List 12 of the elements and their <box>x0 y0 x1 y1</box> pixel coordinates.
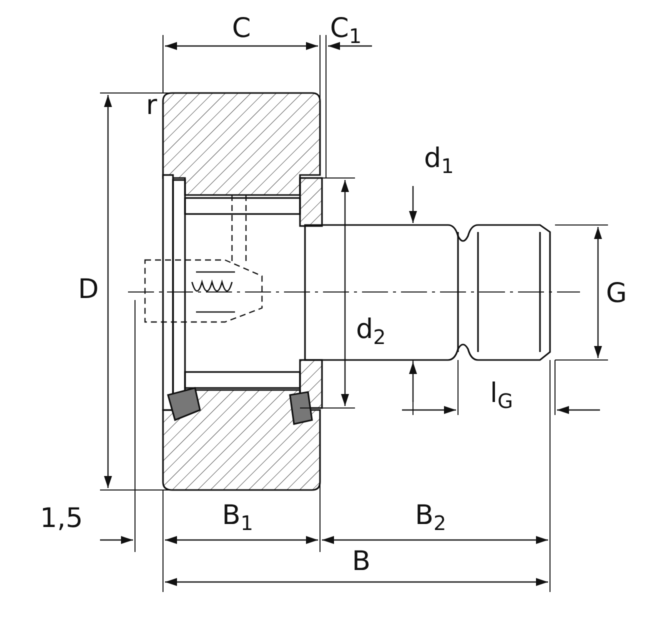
dimension-label: B <box>352 548 371 575</box>
dimension-label: 1,5 <box>40 505 83 532</box>
dimension-label: B$_{2}$ <box>415 502 446 533</box>
dimension-label: r <box>146 92 158 119</box>
dimension-label: d$_{1}$ <box>424 145 454 176</box>
dimension-label: G <box>606 280 627 307</box>
dimension-label: C <box>232 15 251 42</box>
dimension-label: B$_{1}$ <box>222 502 254 533</box>
dimension-label: C$_{1}$ <box>330 15 362 46</box>
dimension-label: l$_{G}$ <box>490 380 514 411</box>
dimension-label: D <box>78 276 99 303</box>
dimension-label: d$_{2}$ <box>356 316 386 347</box>
